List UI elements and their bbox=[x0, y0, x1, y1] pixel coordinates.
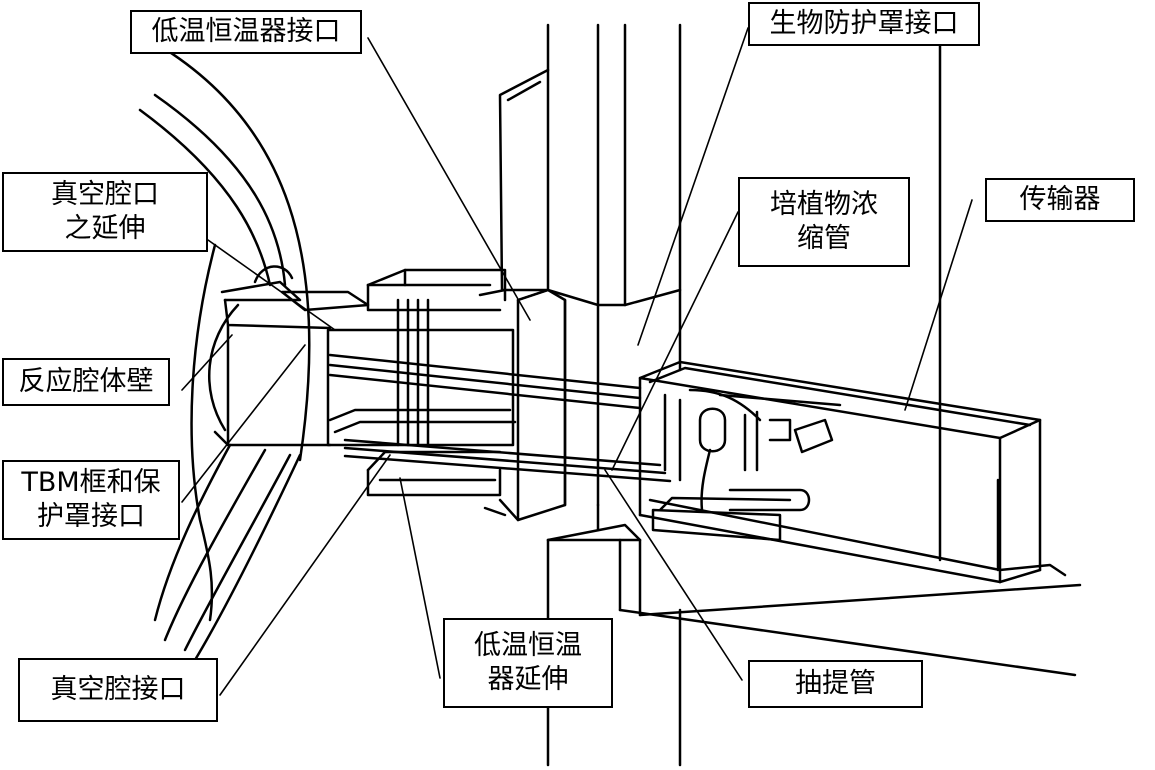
label-vacuum-vessel-interface: 真空腔接口 bbox=[18, 658, 218, 722]
label-port-extension: 真空腔口 之延伸 bbox=[2, 172, 208, 252]
label-cryostat-interface: 低温恒温器接口 bbox=[130, 10, 362, 54]
leader-lines bbox=[181, 27, 973, 696]
label-tbm-frame-interface: TBM框和保 护罩接口 bbox=[2, 460, 180, 540]
label-bioshield-interface: 生物防护罩接口 bbox=[748, 2, 980, 46]
bioshield-walls bbox=[546, 23, 1082, 767]
label-extraction-tube: 抽提管 bbox=[748, 660, 923, 708]
reactor-wall-curves bbox=[138, 38, 311, 662]
label-culture-concentrator: 培植物浓 缩管 bbox=[738, 177, 910, 267]
pipe-runs bbox=[328, 353, 672, 483]
label-cryostat-extension: 低温恒温 器延伸 bbox=[443, 618, 613, 708]
transporter-cask bbox=[638, 360, 1067, 584]
label-reactor-wall: 反应腔体壁 bbox=[2, 358, 170, 406]
label-transporter: 传输器 bbox=[985, 178, 1135, 222]
